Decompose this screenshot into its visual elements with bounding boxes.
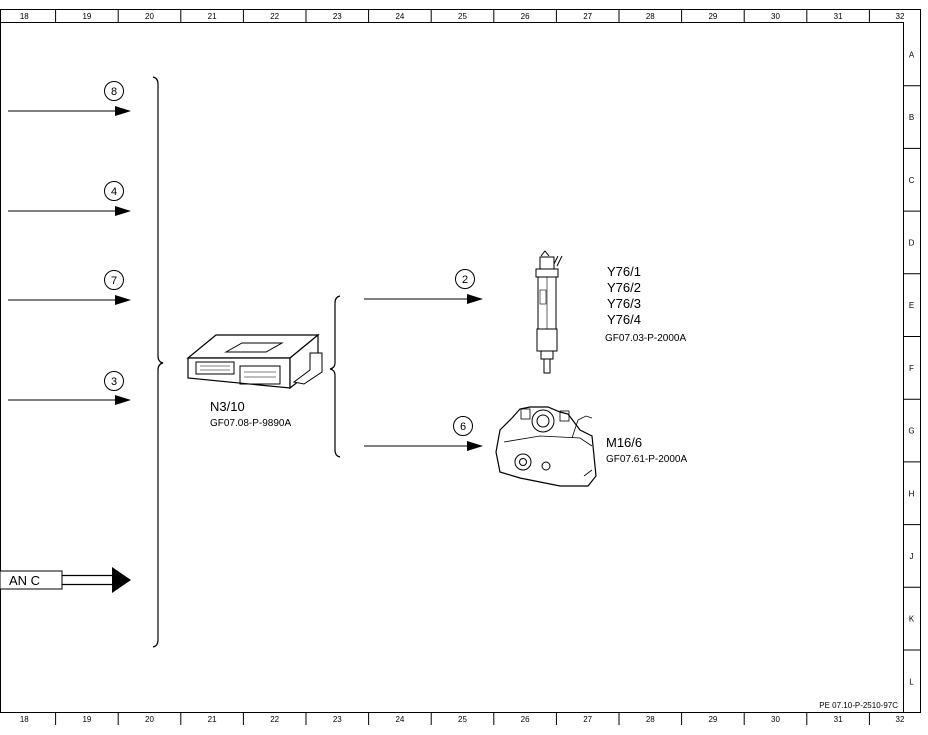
row-label: A: [909, 50, 915, 59]
column-label: 26: [521, 715, 530, 724]
injector-name-3: Y76/3: [607, 296, 641, 311]
column-label: 19: [82, 715, 91, 724]
column-label: 24: [395, 12, 404, 21]
can-label: AN C: [9, 573, 40, 588]
row-label: B: [909, 113, 914, 122]
sheet-frame: [0, 9, 921, 713]
row-label: J: [910, 552, 914, 561]
injector-names: Y76/1 Y76/2 Y76/3 Y76/4: [607, 264, 641, 327]
row-label: D: [909, 238, 915, 247]
sheet-reference: PE 07.10-P-2510-97C: [819, 701, 898, 710]
column-label: 19: [82, 12, 91, 21]
column-scale-top: 18 19 20 21 22 23 24 25 26 27 28 29 30 31 32: [20, 9, 905, 22]
row-label: K: [909, 615, 915, 624]
column-label: 27: [583, 12, 592, 21]
column-label: 29: [708, 715, 717, 724]
column-label: 25: [458, 715, 467, 724]
throttle-actuator-icon: [495, 406, 597, 487]
callout-2: 2: [462, 274, 468, 286]
row-label: C: [909, 176, 915, 185]
row-label: G: [908, 427, 914, 436]
input-brace: [152, 76, 164, 648]
column-label: 21: [208, 12, 217, 21]
output-arrows: 2 6: [364, 269, 483, 451]
injector-name-1: Y76/1: [607, 264, 641, 279]
column-label: 18: [20, 12, 29, 21]
column-label: 27: [583, 715, 592, 724]
column-label: 28: [646, 715, 655, 724]
control-unit-icon: [186, 333, 323, 390]
column-label: 23: [333, 12, 342, 21]
injector-name-2: Y76/2: [607, 280, 641, 295]
control-unit-name: N3/10: [210, 399, 245, 414]
can-bus-arrow: AN C: [0, 567, 131, 593]
injector-icon: [535, 250, 563, 374]
column-label: 32: [896, 715, 905, 724]
row-label: H: [909, 489, 915, 498]
row-label: E: [909, 301, 914, 310]
column-label: 25: [458, 12, 467, 21]
callout-3: 3: [111, 376, 117, 388]
column-label: 30: [771, 12, 780, 21]
column-label: 20: [145, 12, 154, 21]
row-label: F: [909, 364, 914, 373]
input-arrows: 8 4 7 3: [8, 81, 131, 405]
output-brace: [329, 295, 341, 458]
callout-6: 6: [460, 421, 466, 433]
column-label: 24: [395, 715, 404, 724]
callout-7: 7: [111, 275, 117, 287]
throttle-name: M16/6: [606, 435, 642, 450]
callout-4: 4: [111, 186, 117, 198]
column-label: 22: [270, 12, 279, 21]
column-label: 22: [270, 715, 279, 724]
column-label: 29: [708, 12, 717, 21]
throttle-doc: GF07.61-P-2000A: [606, 454, 687, 465]
column-label: 26: [521, 12, 530, 21]
column-label: 31: [834, 715, 843, 724]
column-label: 20: [145, 715, 154, 724]
column-label: 31: [834, 12, 843, 21]
column-label: 32: [896, 12, 905, 21]
column-label: 30: [771, 715, 780, 724]
injector-name-4: Y76/4: [607, 312, 641, 327]
column-label: 28: [646, 12, 655, 21]
column-scale-bottom: 18 19 20 21 22 23 24 25 26 27 28 29 30 31 32: [20, 712, 905, 725]
control-unit-doc: GF07.08-P-9890A: [210, 418, 291, 429]
callout-8: 8: [111, 86, 117, 98]
column-label: 23: [333, 715, 342, 724]
injector-doc: GF07.03-P-2000A: [605, 333, 686, 344]
column-label: 18: [20, 715, 29, 724]
column-label: 21: [208, 715, 217, 724]
row-label: L: [909, 677, 914, 686]
row-scale-right: A B C D E F G H J K L: [903, 50, 920, 686]
